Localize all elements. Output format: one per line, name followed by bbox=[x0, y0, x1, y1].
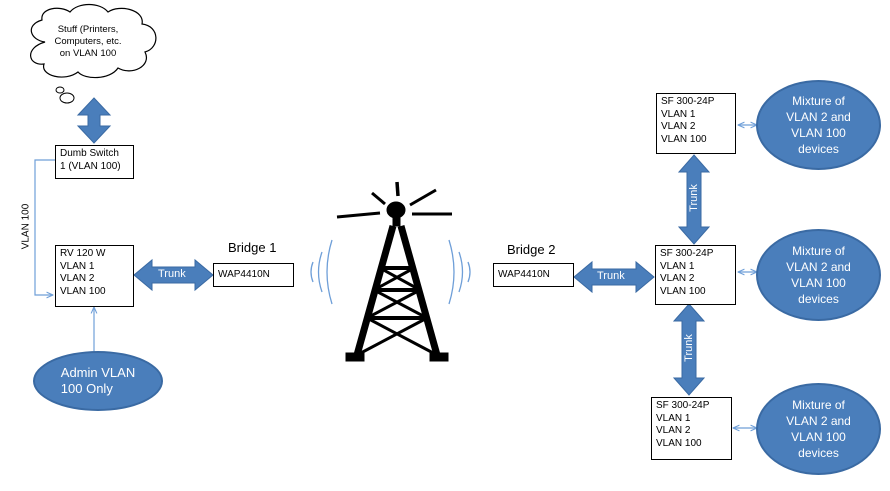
switch-1-line: VLAN 1 bbox=[661, 108, 696, 120]
trunk-label-bottom: Trunk bbox=[683, 334, 695, 362]
router-line: VLAN 100 bbox=[60, 285, 106, 297]
switch-3-box: SF 300-24P VLAN 1 VLAN 2 VLAN 100 bbox=[651, 397, 732, 460]
router-line: VLAN 2 bbox=[60, 273, 95, 284]
device-group-2-line: Mixture of bbox=[792, 244, 845, 258]
cloud-switch-arrow bbox=[76, 97, 112, 144]
switch-2-box: SF 300-24P VLAN 1 VLAN 2 VLAN 100 bbox=[655, 245, 736, 305]
router-line: VLAN 1 bbox=[60, 260, 95, 272]
switch-1-line: SF 300-24P bbox=[661, 96, 715, 107]
admin-vlan-node: Admin VLAN 100 Only bbox=[33, 351, 163, 411]
device-group-3-line: VLAN 2 and bbox=[786, 414, 851, 428]
switch-1-line: VLAN 2 bbox=[661, 121, 696, 132]
switch-1-box: SF 300-24P VLAN 1 VLAN 2 VLAN 100 bbox=[656, 93, 736, 154]
dumb-switch-line: Dumb Switch bbox=[60, 148, 119, 159]
dumb-switch-box: Dumb Switch 1 (VLAN 100) bbox=[55, 145, 134, 179]
device-group-3-line: devices bbox=[798, 446, 839, 460]
router-box: RV 120 W VLAN 1 VLAN 2 VLAN 100 bbox=[55, 245, 134, 307]
switch-2-line: VLAN 100 bbox=[660, 285, 706, 297]
device-group-3-line: VLAN 100 bbox=[791, 430, 846, 444]
switch-2-line: VLAN 1 bbox=[660, 260, 695, 272]
device-group-1-line: devices bbox=[798, 142, 839, 156]
device-group-1-line: Mixture of bbox=[792, 94, 845, 108]
bridge2-device-name: WAP4410N bbox=[498, 269, 550, 280]
cloud-shape bbox=[30, 3, 157, 104]
router-line: RV 120 W bbox=[60, 248, 106, 259]
trunk-label-left: Trunk bbox=[158, 268, 186, 280]
vlan100-side-label: VLAN 100 bbox=[20, 203, 32, 250]
device-group-3-line: Mixture of bbox=[792, 398, 845, 412]
device-group-1: Mixture of VLAN 2 and VLAN 100 devices bbox=[756, 80, 881, 170]
switch-3-line: VLAN 100 bbox=[656, 437, 702, 449]
trunk-arrow-bottom bbox=[672, 303, 706, 396]
vlan100-connector bbox=[34, 159, 55, 295]
admin-line: 100 Only bbox=[60, 381, 113, 396]
radio-tower-icon bbox=[336, 181, 452, 362]
dumb-switch-line: 1 (VLAN 100) bbox=[60, 160, 121, 172]
trunk-label-top: Trunk bbox=[688, 184, 700, 212]
cloud-label: Stuff (Printers, Computers, etc. on VLAN… bbox=[33, 24, 143, 60]
device-group-2: Mixture of VLAN 2 and VLAN 100 devices bbox=[756, 229, 881, 321]
device-group-2-line: devices bbox=[798, 292, 839, 306]
device-group-3: Mixture of VLAN 2 and VLAN 100 devices bbox=[756, 383, 881, 475]
bridge1-label: Bridge 1 bbox=[228, 240, 277, 255]
radio-waves-right bbox=[448, 239, 471, 305]
device-group-1-line: VLAN 2 and bbox=[786, 110, 851, 124]
switch-3-line: SF 300-24P bbox=[656, 400, 710, 411]
admin-line: Admin VLAN bbox=[60, 365, 136, 380]
radio-waves-left bbox=[310, 239, 333, 305]
switch-3-line: VLAN 2 bbox=[656, 425, 691, 436]
cloud-label-line: on VLAN 100 bbox=[59, 48, 117, 59]
device-group-2-line: VLAN 2 and bbox=[786, 260, 851, 274]
bridge1-device-box: WAP4410N bbox=[213, 263, 294, 287]
device-group-1-line: VLAN 100 bbox=[791, 126, 846, 140]
cloud-label-line: Stuff (Printers, bbox=[57, 24, 119, 35]
bridge2-device-box: WAP4410N bbox=[493, 263, 574, 287]
switch-2-line: SF 300-24P bbox=[660, 248, 714, 259]
switch-1-line: VLAN 100 bbox=[661, 133, 707, 145]
bridge2-label: Bridge 2 bbox=[507, 242, 556, 257]
trunk-arrow-top bbox=[677, 154, 711, 245]
switch-3-line: VLAN 1 bbox=[656, 412, 691, 424]
cloud-label-line: Computers, etc. bbox=[54, 36, 122, 47]
bridge1-device-name: WAP4410N bbox=[218, 269, 270, 280]
device-group-2-line: VLAN 100 bbox=[791, 276, 846, 290]
trunk-arrow-right bbox=[573, 260, 655, 294]
trunk-label-right: Trunk bbox=[597, 270, 625, 282]
switch-2-line: VLAN 2 bbox=[660, 273, 695, 284]
